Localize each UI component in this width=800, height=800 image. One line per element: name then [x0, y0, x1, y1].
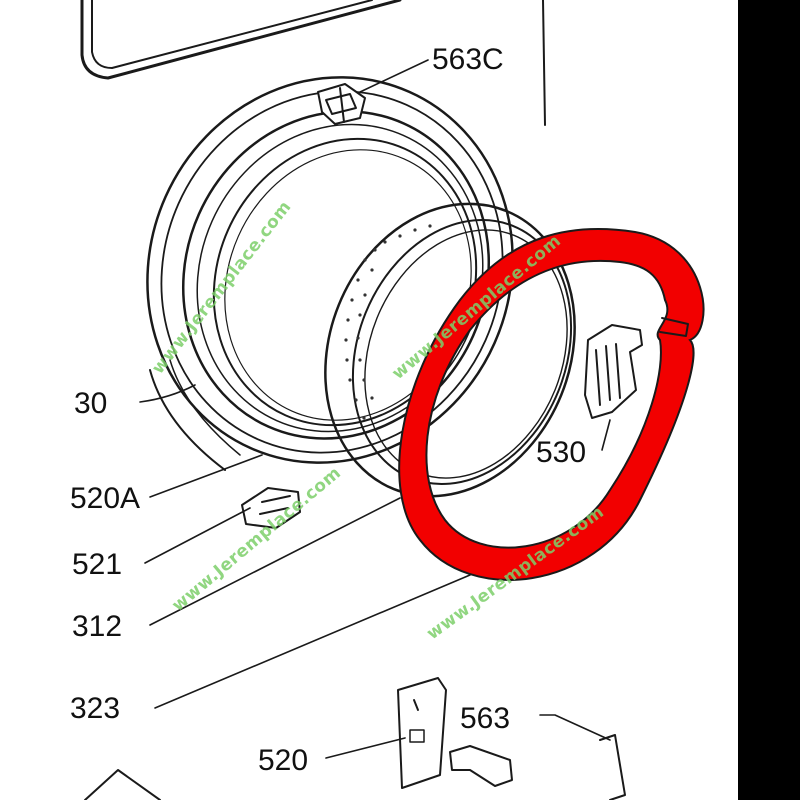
door-latch-530	[584, 324, 643, 419]
bottom-part-edge	[84, 769, 161, 800]
side-bar-563	[599, 734, 626, 800]
drum-perforation	[344, 224, 432, 420]
hinge-arm	[449, 745, 513, 787]
top-panel-inner	[91, 0, 373, 69]
label-520a: 520A	[70, 482, 140, 515]
right-edge-band	[738, 0, 800, 800]
label-530: 530	[536, 436, 586, 469]
label-30: 30	[74, 387, 107, 420]
label-563c: 563C	[432, 43, 504, 76]
label-323: 323	[70, 692, 120, 725]
door-outer-frame	[146, 76, 514, 471]
label-563: 563	[460, 702, 510, 735]
hinge-bracket-520	[397, 677, 447, 789]
hinge-clip-563c	[317, 83, 366, 125]
top-panel-outline	[80, 0, 402, 80]
watermark-bottom: www.Jeremplace.com	[423, 502, 608, 644]
watermark-top-right: www.Jeremplace.com	[388, 231, 565, 384]
label-521: 521	[72, 548, 122, 581]
leader-lines	[139, 59, 611, 759]
label-520: 520	[258, 744, 308, 777]
cabinet-edge-line	[542, 0, 546, 126]
label-312: 312	[72, 610, 122, 643]
small-clip-521	[241, 487, 301, 529]
door-ring-red	[398, 227, 705, 581]
door-ring-notch	[659, 317, 689, 337]
highlighted-door-ring	[398, 227, 705, 581]
